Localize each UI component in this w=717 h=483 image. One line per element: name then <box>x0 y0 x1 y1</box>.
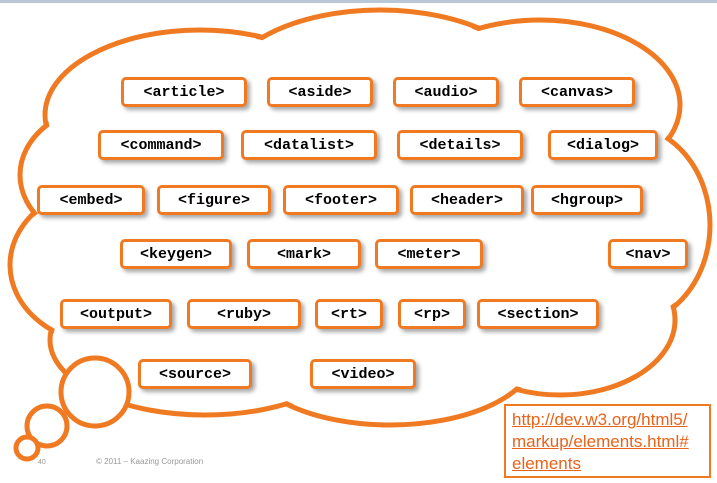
tag-command: <command> <box>98 130 224 160</box>
tag-aside: <aside> <box>267 77 373 107</box>
tag-hgroup: <hgroup> <box>531 185 643 215</box>
tag-keygen: <keygen> <box>120 239 232 269</box>
tag-mark: <mark> <box>247 239 361 269</box>
tag-source: <source> <box>138 359 252 389</box>
link-line-2[interactable]: markup/elements.html# <box>512 432 689 451</box>
tag-video: <video> <box>310 359 416 389</box>
tag-details: <details> <box>397 130 523 160</box>
tag-footer: <footer> <box>283 185 399 215</box>
tag-ruby: <ruby> <box>187 299 301 329</box>
tag-datalist: <datalist> <box>241 130 377 160</box>
tag-section: <section> <box>477 299 599 329</box>
tag-rp: <rp> <box>398 299 466 329</box>
tag-audio: <audio> <box>393 77 499 107</box>
tag-embed: <embed> <box>37 185 145 215</box>
copyright-notice: © 2011 – Kaazing Corporation <box>96 457 204 466</box>
tag-figure: <figure> <box>157 185 271 215</box>
tag-header: <header> <box>410 185 524 215</box>
link-line-1[interactable]: http://dev.w3.org/html5/ <box>512 410 688 429</box>
link-line-3[interactable]: elements <box>512 454 581 473</box>
thought-bubble-large <box>58 355 132 429</box>
thought-bubble-medium <box>24 403 70 449</box>
tag-dialog: <dialog> <box>548 130 658 160</box>
tag-canvas: <canvas> <box>519 77 635 107</box>
tag-rt: <rt> <box>315 299 383 329</box>
header-divider <box>0 0 717 3</box>
tag-output: <output> <box>60 299 172 329</box>
reference-link[interactable]: http://dev.w3.org/html5/ markup/elements… <box>504 404 711 478</box>
page-number: 40 <box>38 459 46 466</box>
thought-bubble-small <box>13 434 41 462</box>
tag-nav: <nav> <box>608 239 688 269</box>
tag-meter: <meter> <box>375 239 483 269</box>
tag-article: <article> <box>121 77 247 107</box>
